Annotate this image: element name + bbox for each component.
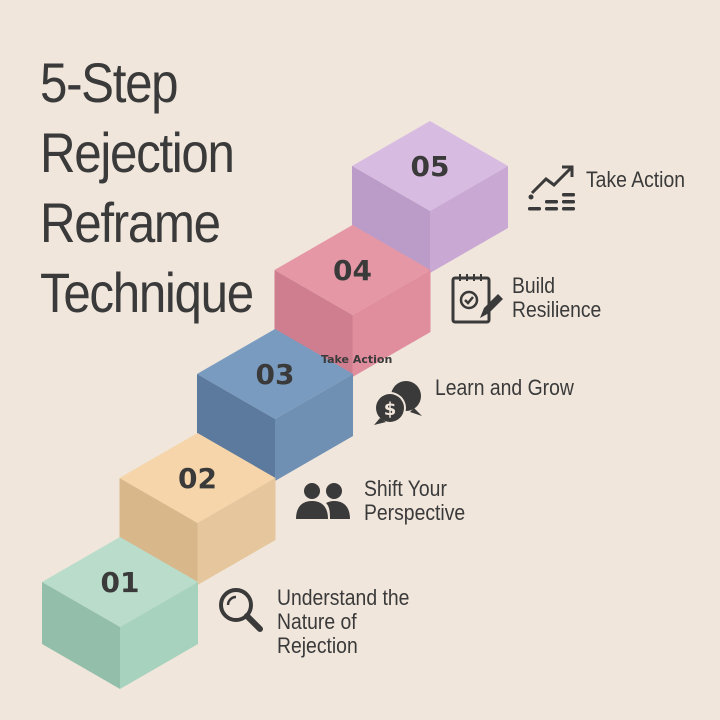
step-number: 02 [178,462,217,495]
title-line: Reframe [40,191,221,254]
cube-right-face [430,166,508,273]
label-line: Take Action [586,167,686,192]
chat-money-icon: $ [374,381,422,425]
svg-text:$: $ [384,399,397,420]
cube-right-face [352,270,431,377]
step-1-cube: 01 [42,537,198,689]
label-line: Rejection [277,633,358,658]
label-line: Shift Your [364,476,447,501]
step-5-cube: 05 [352,121,508,273]
cube-right-face [197,478,276,585]
label-line: Build [512,273,556,298]
notepad-check-icon [451,274,503,324]
growth-chart-icon [528,165,575,211]
cube-left-face [119,478,198,585]
title-line: Rejection [40,121,235,184]
step-number: 05 [411,150,450,183]
cube-left-face [197,374,275,481]
step-3-label: Learn and Grow [435,376,574,400]
step-number: 04 [333,254,372,287]
magnifier-icon [219,588,263,632]
step-2-label: Shift Your Perspective [364,477,465,525]
label-line: Resilience [512,297,602,322]
label-line: Learn and Grow [435,375,574,400]
label-line: Perspective [364,500,466,525]
overlay-label: Take Action [321,353,393,366]
title-line: Technique [40,261,254,324]
page-title: 5-Step Rejection Reframe Technique [40,48,254,328]
cube-left-face [274,270,353,377]
step-1-label: Understand the Nature of Rejection [277,586,409,658]
label-line: Nature of [277,609,357,634]
step-4-cube: 04 [274,225,431,377]
step-number: 03 [256,358,295,391]
cube-right-face [275,374,353,481]
cube-right-face [120,582,198,689]
step-number: 01 [101,566,140,599]
step-3-cube: 03 [197,329,353,481]
title-line: 5-Step [40,51,179,114]
cube-left-face [352,166,430,273]
cube-left-face [42,582,120,689]
step-4-label: Build Resilience [512,274,601,322]
people-icon [296,483,350,519]
step-5-label: Take Action [586,168,685,192]
step-2-cube: 02 [119,433,276,585]
label-line: Understand the [277,585,410,610]
